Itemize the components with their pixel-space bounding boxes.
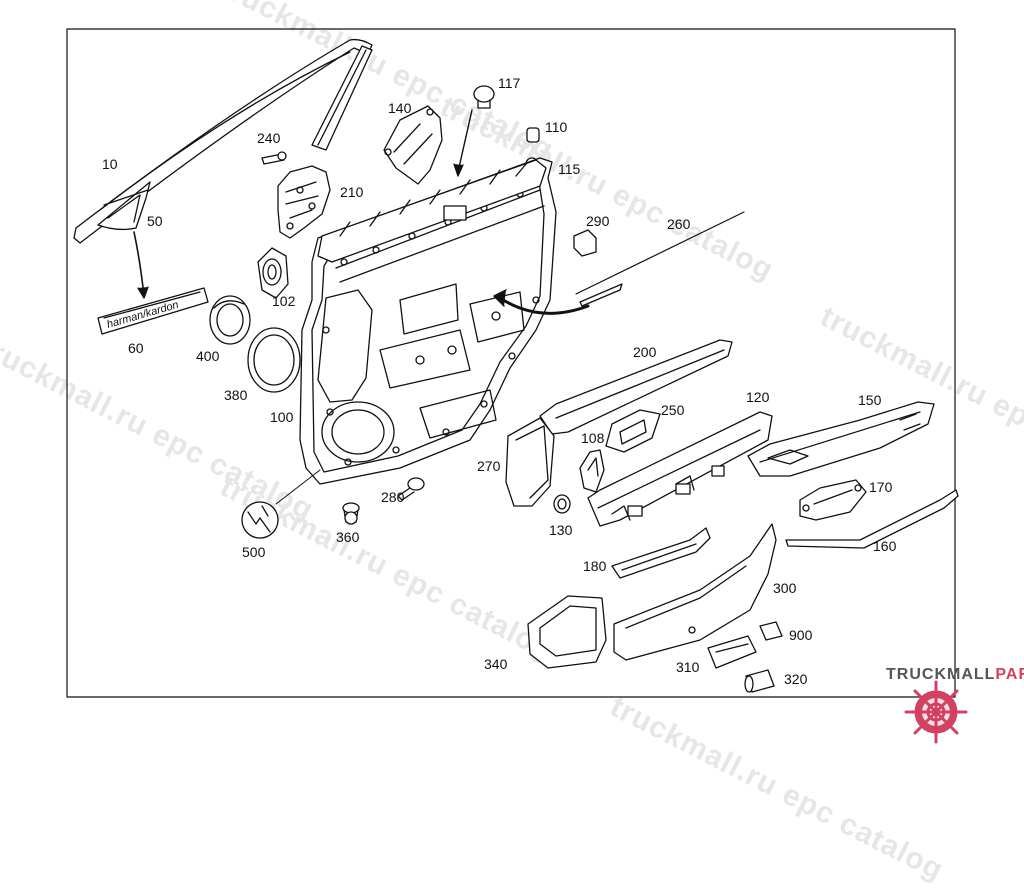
label-270: 270 — [477, 458, 501, 474]
label-380: 380 — [224, 387, 248, 403]
label-60: 60 — [128, 340, 144, 356]
panel-top-rail[interactable] — [317, 159, 547, 263]
label-10: 10 — [102, 156, 118, 172]
label-140: 140 — [388, 100, 412, 116]
label-117: 117 — [498, 75, 521, 91]
label-210: 210 — [340, 184, 364, 200]
part-180-armrest-cover[interactable] — [611, 527, 711, 579]
label-250: 250 — [661, 402, 685, 418]
part-130-grommet[interactable] — [553, 494, 571, 514]
arrow-117 — [457, 109, 473, 173]
label-115: 115 — [558, 161, 581, 177]
label-280: 280 — [381, 489, 405, 505]
part-900-bulb[interactable] — [759, 621, 783, 641]
label-130: 130 — [549, 522, 573, 538]
label-100: 100 — [270, 409, 294, 425]
part-380-gasket[interactable] — [247, 327, 301, 393]
label-160: 160 — [873, 538, 897, 554]
part-250-handle-frame[interactable] — [605, 409, 661, 453]
leader-500 — [275, 469, 321, 505]
label-120: 120 — [746, 389, 770, 405]
logo-text: TRUCKMALLPARTS — [886, 666, 1024, 684]
part-120-armrest-carrier[interactable] — [587, 411, 773, 527]
part-50-mirror-cover[interactable] — [97, 181, 151, 231]
part-310-lamp[interactable] — [707, 635, 757, 669]
logo-gear-icon — [904, 680, 968, 744]
logo: TRUCKMALLPARTS — [862, 664, 1024, 748]
part-117-clip[interactable] — [473, 85, 495, 109]
part-60-emblem[interactable] — [97, 287, 209, 335]
label-170: 170 — [869, 479, 893, 495]
part-108-trim[interactable] — [579, 449, 605, 493]
parts-diagram: harman/kardon — [66, 28, 968, 744]
part-320-bulb[interactable] — [744, 669, 775, 693]
part-290-connector[interactable] — [573, 229, 597, 257]
part-270-end-cap[interactable] — [505, 417, 555, 507]
part-280-screw[interactable] — [397, 477, 425, 501]
diagram-frame — [66, 28, 956, 698]
label-150: 150 — [858, 392, 882, 408]
part-140-cover[interactable] — [383, 105, 443, 185]
arrow-50-to-60 — [133, 231, 145, 297]
label-500: 500 — [242, 544, 266, 560]
label-108: 108 — [581, 430, 605, 446]
label-360: 360 — [336, 529, 360, 545]
label-240: 240 — [257, 130, 281, 146]
part-160-strip[interactable] — [785, 489, 959, 549]
b-pillar-trim[interactable] — [311, 45, 373, 151]
logo-text-accent: PARTS — [995, 666, 1024, 683]
part-340-frame[interactable] — [527, 595, 607, 669]
arrow-to-panel — [498, 296, 590, 315]
part-210-bracket[interactable] — [277, 165, 331, 239]
part-400-ring[interactable] — [209, 295, 251, 345]
label-900: 900 — [789, 627, 813, 643]
part-500-tool[interactable] — [241, 501, 279, 539]
label-50: 50 — [147, 213, 163, 229]
arrow-50-to-60-head — [137, 286, 149, 299]
label-290: 290 — [586, 213, 610, 229]
label-110: 110 — [545, 119, 568, 135]
part-260-cable[interactable] — [575, 211, 745, 307]
part-360-clip[interactable] — [342, 502, 360, 525]
label-200: 200 — [633, 344, 657, 360]
label-310: 310 — [676, 659, 700, 675]
label-340: 340 — [484, 656, 508, 672]
part-150-switch-panel[interactable] — [747, 401, 935, 477]
part-110-cap[interactable] — [526, 127, 540, 143]
logo-text-main: TRUCKMALL — [886, 666, 996, 683]
label-260: 260 — [667, 216, 691, 232]
part-170-handle[interactable] — [799, 479, 867, 521]
part-240-screw[interactable] — [261, 151, 287, 165]
part-200-trim-strip[interactable] — [539, 339, 733, 435]
part-300-pocket-panel[interactable] — [613, 523, 777, 661]
part-102-speaker[interactable] — [257, 247, 289, 299]
label-300: 300 — [773, 580, 797, 596]
label-102: 102 — [272, 293, 296, 309]
label-320: 320 — [784, 671, 808, 687]
arrow-117-head — [453, 163, 464, 177]
arrow-to-panel-head — [493, 289, 507, 307]
label-400: 400 — [196, 348, 220, 364]
label-180: 180 — [583, 558, 607, 574]
